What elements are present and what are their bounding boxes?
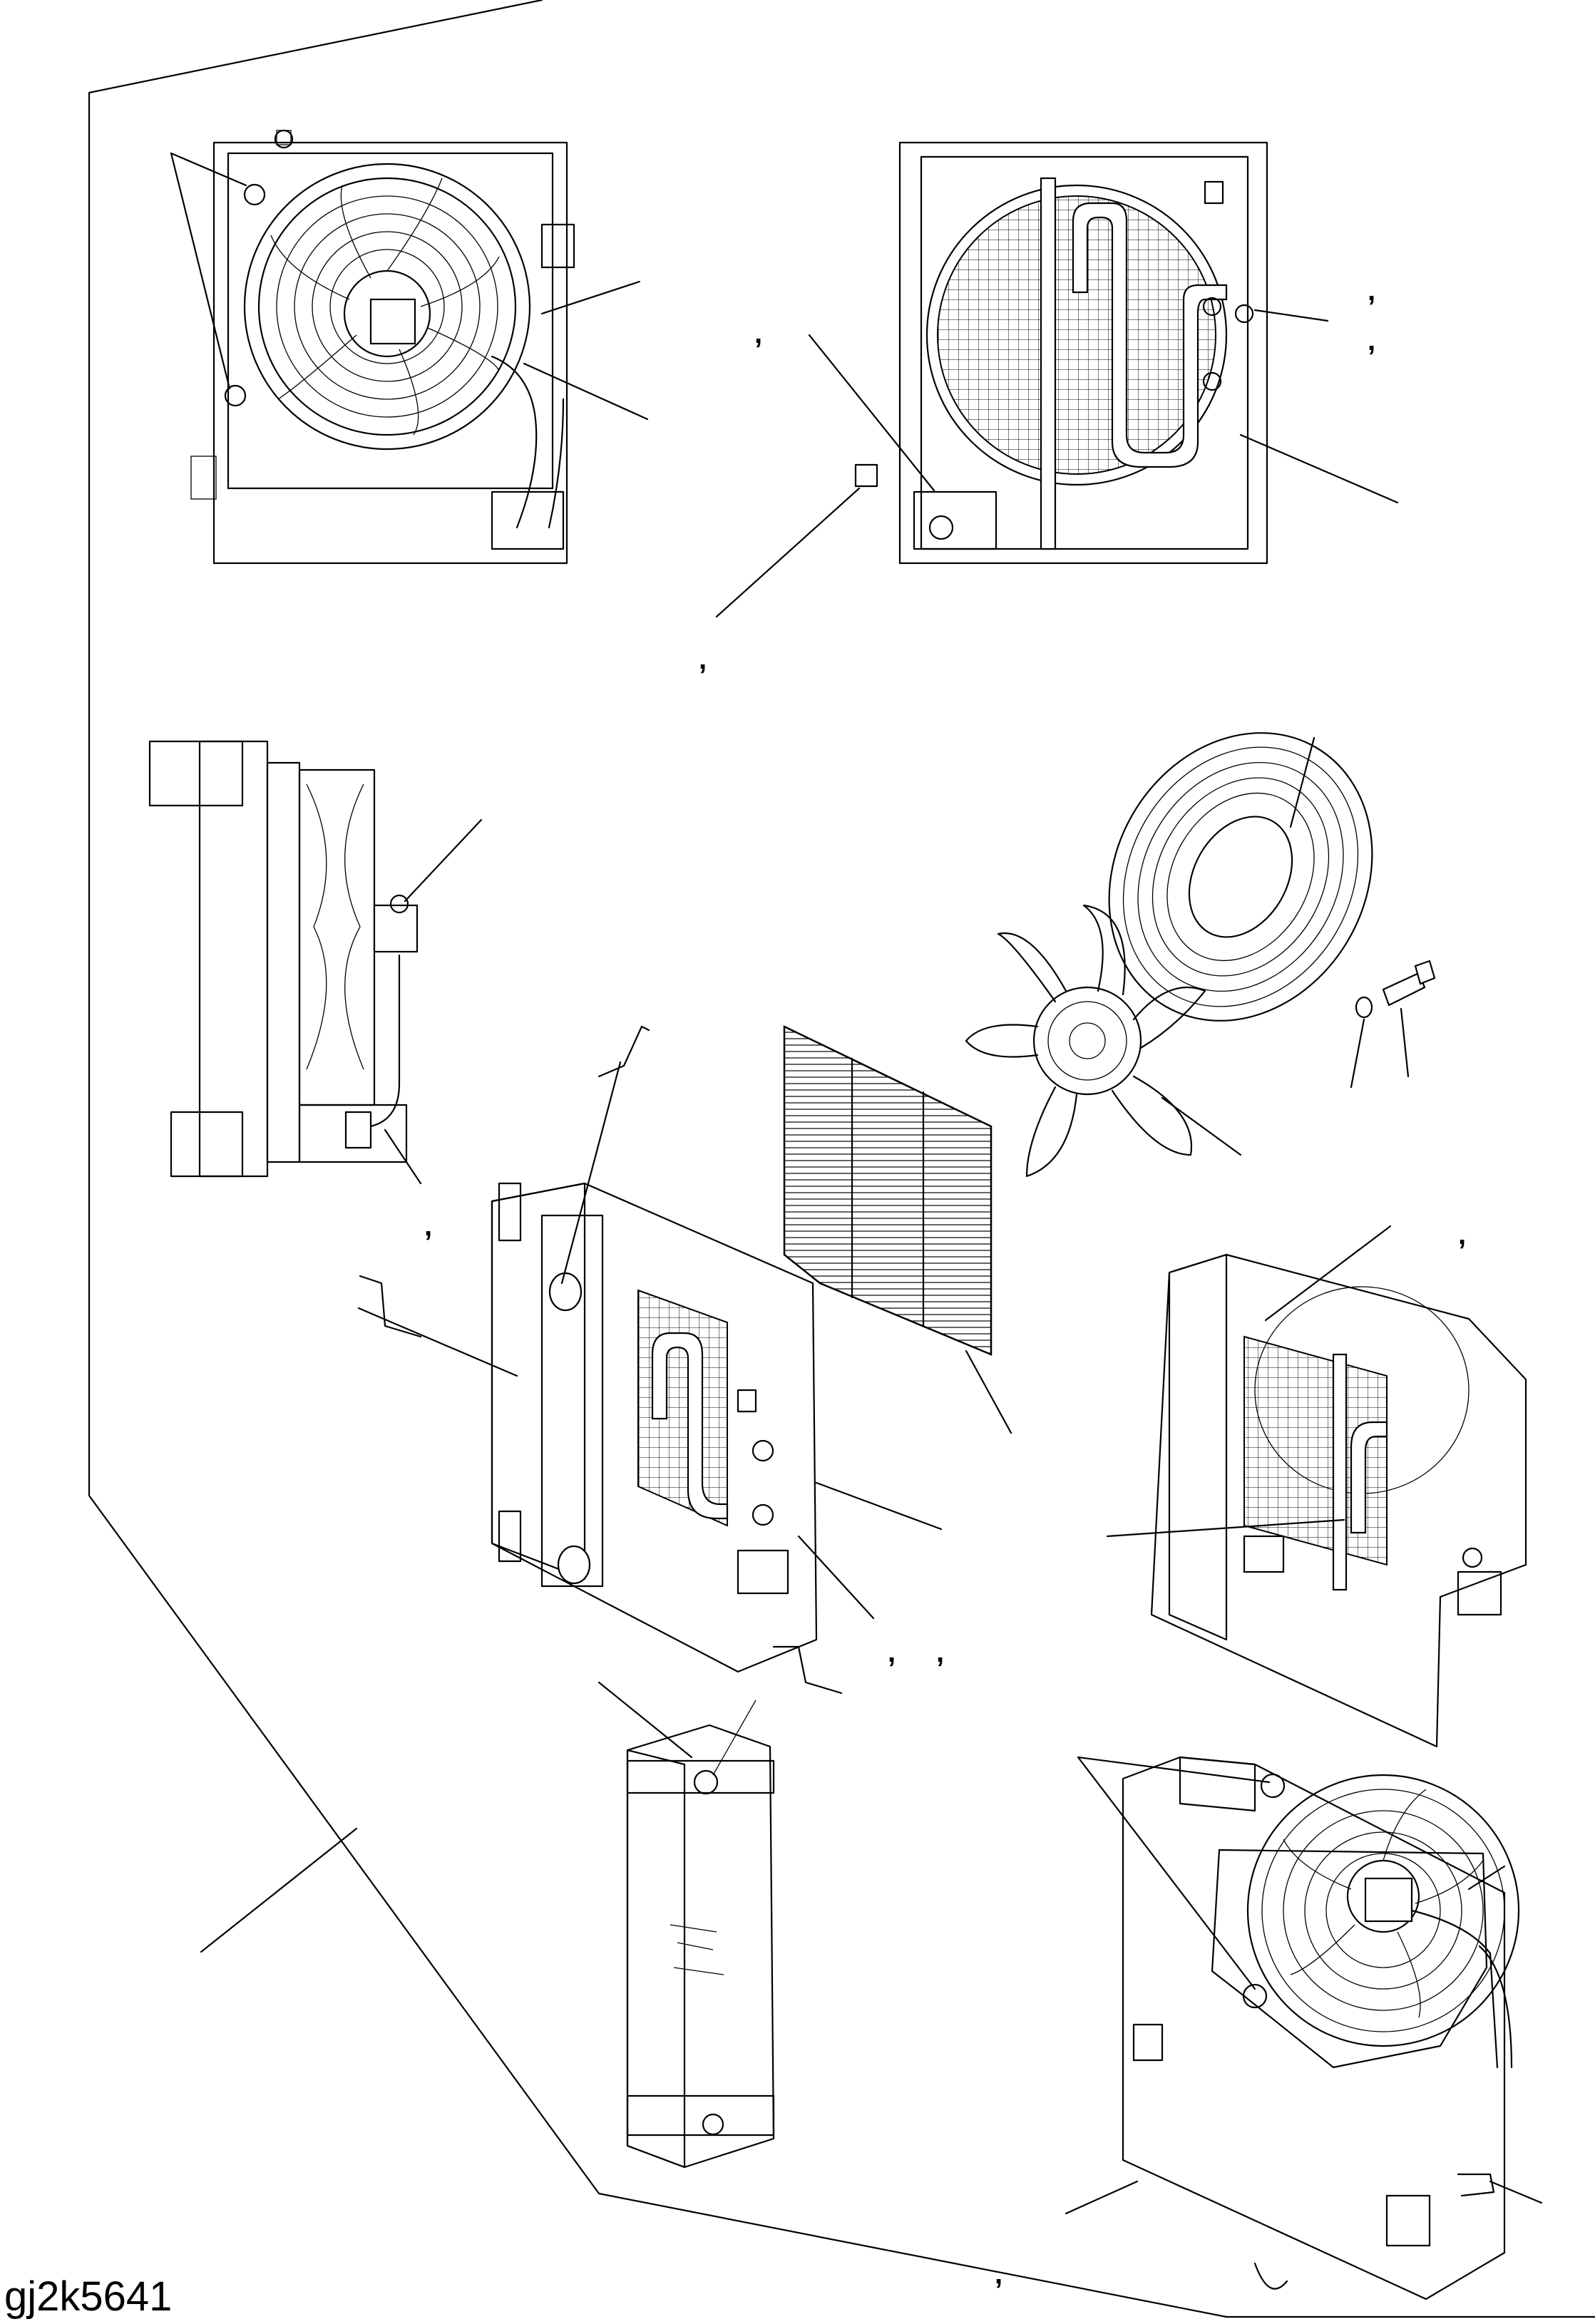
front-view-fan-assembly	[190, 129, 575, 565]
comma-mark: ,	[424, 1210, 433, 1242]
comma-mark: ,	[699, 644, 707, 675]
comma-mark: ,	[888, 1637, 896, 1668]
figure-id: gj2k5641	[4, 2273, 173, 2320]
assembled-cooler-with-fan	[1150, 1253, 1527, 1748]
rear-view-assembly	[854, 141, 1268, 565]
comma-mark: ,	[1368, 275, 1376, 307]
fan-guard-part	[1108, 732, 1373, 1022]
bolt-part	[1382, 960, 1436, 1007]
comma-mark: ,	[1458, 1219, 1467, 1250]
group-boundary	[88, 0, 1595, 2318]
comma-mark: ,	[754, 318, 763, 349]
assembled-cooler-bottom	[1122, 1756, 1520, 2300]
fan-blade-part	[965, 904, 1206, 1178]
radiator-core-part	[626, 1724, 775, 2169]
side-view-assembly	[148, 740, 419, 1178]
comma-mark: ,	[936, 1637, 945, 1668]
screen-panel-part	[783, 1025, 993, 1356]
comma-mark: ,	[995, 2258, 1003, 2290]
washer-part	[1355, 996, 1373, 1019]
cooler-core-assembly	[491, 1182, 818, 1673]
comma-mark: ,	[1368, 325, 1376, 356]
